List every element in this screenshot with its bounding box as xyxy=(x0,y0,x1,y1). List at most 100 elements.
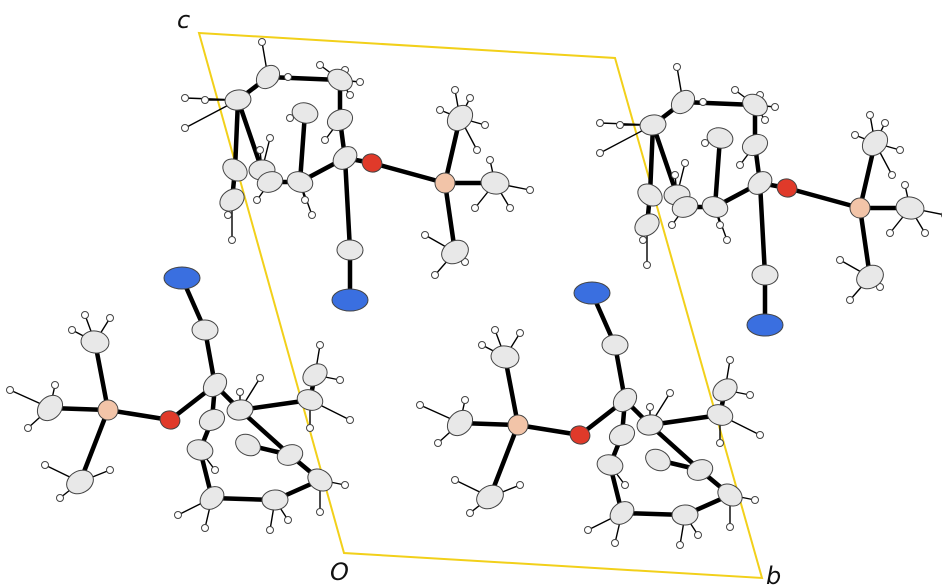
molecule-3-hydrogen-atom xyxy=(106,466,114,474)
molecule-3-hydrogen-atom xyxy=(24,424,32,432)
molecule-2-bond xyxy=(650,122,680,198)
molecule-2-hydrogen-atom xyxy=(701,139,709,147)
molecule-2-hydrogen-atom xyxy=(673,63,681,71)
molecule-3-carbon-atom xyxy=(261,489,289,511)
atom-layer xyxy=(6,38,942,549)
molecule-1-hydrogen-atom xyxy=(301,196,309,204)
molecule-1-bond xyxy=(369,160,448,186)
molecule-3-carbon-atom xyxy=(226,399,254,421)
molecule-2-hydrogen-atom xyxy=(668,221,676,229)
molecule-2-bond xyxy=(712,135,723,210)
molecule-2-hydrogen-atom xyxy=(836,256,844,264)
molecule-4-hydrogen-atom xyxy=(434,439,442,447)
molecule-3-carbon-atom xyxy=(235,433,261,457)
molecule-4-carbon-atom xyxy=(671,504,699,526)
molecule-1-hydrogen-atom xyxy=(346,91,354,99)
molecule-4-hydrogen-atom xyxy=(478,341,486,349)
molecule-3-methyl-carbon-atom xyxy=(80,330,110,354)
molecule-2-hydrogen-atom xyxy=(596,119,604,127)
molecule-3-hydrogen-atom xyxy=(68,326,76,334)
molecule-3-hydrogen-atom xyxy=(41,461,49,469)
molecule-2-hydrogen-atom xyxy=(616,121,624,129)
molecule-3-methyl-carbon-atom xyxy=(36,394,64,422)
molecule-4-hydrogen-atom xyxy=(694,531,702,539)
molecule-3-carbon-atom xyxy=(296,389,324,411)
molecule-2-carbon-atom xyxy=(701,196,729,218)
molecule-3-hydrogen-atom xyxy=(211,466,219,474)
molecule-4-hydrogen-atom xyxy=(756,431,764,439)
molecule-2-hydrogen-atom xyxy=(771,103,779,111)
molecule-4-hydrogen-atom xyxy=(461,396,469,404)
molecule-1-hydrogen-atom xyxy=(486,156,494,164)
molecule-3-hydrogen-atom xyxy=(174,511,182,519)
molecule-1-carbon-atom xyxy=(222,158,248,182)
molecule-3-hydrogen-atom xyxy=(336,376,344,384)
molecule-4-carbon-atom xyxy=(601,334,629,356)
molecule-2-bond xyxy=(784,185,863,211)
molecule-1-hydrogen-atom xyxy=(258,38,266,46)
molecule-3-oxygen-atom xyxy=(159,410,181,430)
molecule-3-hydrogen-atom xyxy=(266,526,274,534)
molecule-2-oxygen-atom xyxy=(776,178,798,198)
molecule-3-hydrogen-atom xyxy=(236,388,244,396)
molecule-2-hydrogen-atom xyxy=(846,296,854,304)
molecule-2-hydrogen-atom xyxy=(731,86,739,94)
molecule-3-carbon-atom xyxy=(199,486,225,510)
molecule-4-hydrogen-atom xyxy=(416,401,424,409)
molecule-2-carbon-atom xyxy=(671,196,699,218)
molecule-1-hydrogen-atom xyxy=(321,136,329,144)
molecule-1-carbon-atom xyxy=(224,89,252,111)
molecule-1-carbon-atom xyxy=(332,146,358,170)
molecule-2-hydrogen-atom xyxy=(639,236,647,244)
molecule-2-hydrogen-atom xyxy=(761,116,769,124)
molecule-2-carbon-atom xyxy=(741,133,769,157)
molecule-2-bond xyxy=(757,180,768,278)
molecule-2-carbon-atom xyxy=(639,114,667,136)
molecule-1-carbon-atom xyxy=(255,64,281,90)
molecule-3-carbon-atom xyxy=(191,319,219,341)
molecule-3-carbon-atom xyxy=(307,468,333,492)
molecule-2-hydrogen-atom xyxy=(881,119,889,127)
molecule-2-carbon-atom xyxy=(670,89,696,115)
molecule-1-silicon-atom xyxy=(434,172,456,194)
molecule-1-hydrogen-atom xyxy=(421,231,429,239)
molecule-4-oxygen-atom xyxy=(569,425,591,445)
molecule-2-carbon-atom xyxy=(706,127,734,149)
molecule-3-hydrogen-atom xyxy=(51,381,59,389)
molecule-1-hydrogen-atom xyxy=(201,96,209,104)
molecule-3-hydrogen-atom xyxy=(316,341,324,349)
molecule-1-carbon-atom xyxy=(336,239,364,261)
molecule-1-hydrogen-atom xyxy=(181,124,189,132)
molecule-1-hydrogen-atom xyxy=(181,94,189,102)
axis-label-c: c xyxy=(177,6,191,34)
axis-label-origin: O xyxy=(330,558,349,586)
molecule-3-carbon-atom xyxy=(302,363,328,387)
molecule-3-nitrogen-atom xyxy=(163,266,201,290)
molecule-4-hydrogen-atom xyxy=(726,356,734,364)
molecule-4-hydrogen-atom xyxy=(451,476,459,484)
molecule-3-hydrogen-atom xyxy=(316,508,324,516)
molecule-3-silicon-atom xyxy=(97,399,119,421)
molecule-1-methyl-carbon-atom xyxy=(441,239,469,265)
molecule-1-hydrogen-atom xyxy=(286,114,294,122)
molecule-4-carbon-atom xyxy=(645,448,671,472)
molecule-1-hydrogen-atom xyxy=(481,121,489,129)
molecule-3-hydrogen-atom xyxy=(256,374,264,382)
molecule-2-hydrogen-atom xyxy=(851,131,859,139)
molecule-1-hydrogen-atom xyxy=(308,211,316,219)
molecule-1-hydrogen-atom xyxy=(228,236,236,244)
molecule-2-carbon-atom xyxy=(637,183,663,207)
molecule-1-carbon-atom xyxy=(327,68,353,92)
molecule-3-hydrogen-atom xyxy=(284,516,292,524)
molecule-2-hydrogen-atom xyxy=(866,111,874,119)
molecule-2-hydrogen-atom xyxy=(596,149,604,157)
molecule-1-hydrogen-atom xyxy=(224,211,232,219)
molecule-4-hydrogen-atom xyxy=(726,523,734,531)
molecule-3-hydrogen-atom xyxy=(341,481,349,489)
molecule-3-hydrogen-atom xyxy=(306,424,314,432)
molecule-4-carbon-atom xyxy=(596,454,624,476)
molecule-2-carbon-atom xyxy=(747,171,773,195)
bond-layer xyxy=(9,41,942,546)
molecule-4-carbon-atom xyxy=(712,378,738,402)
